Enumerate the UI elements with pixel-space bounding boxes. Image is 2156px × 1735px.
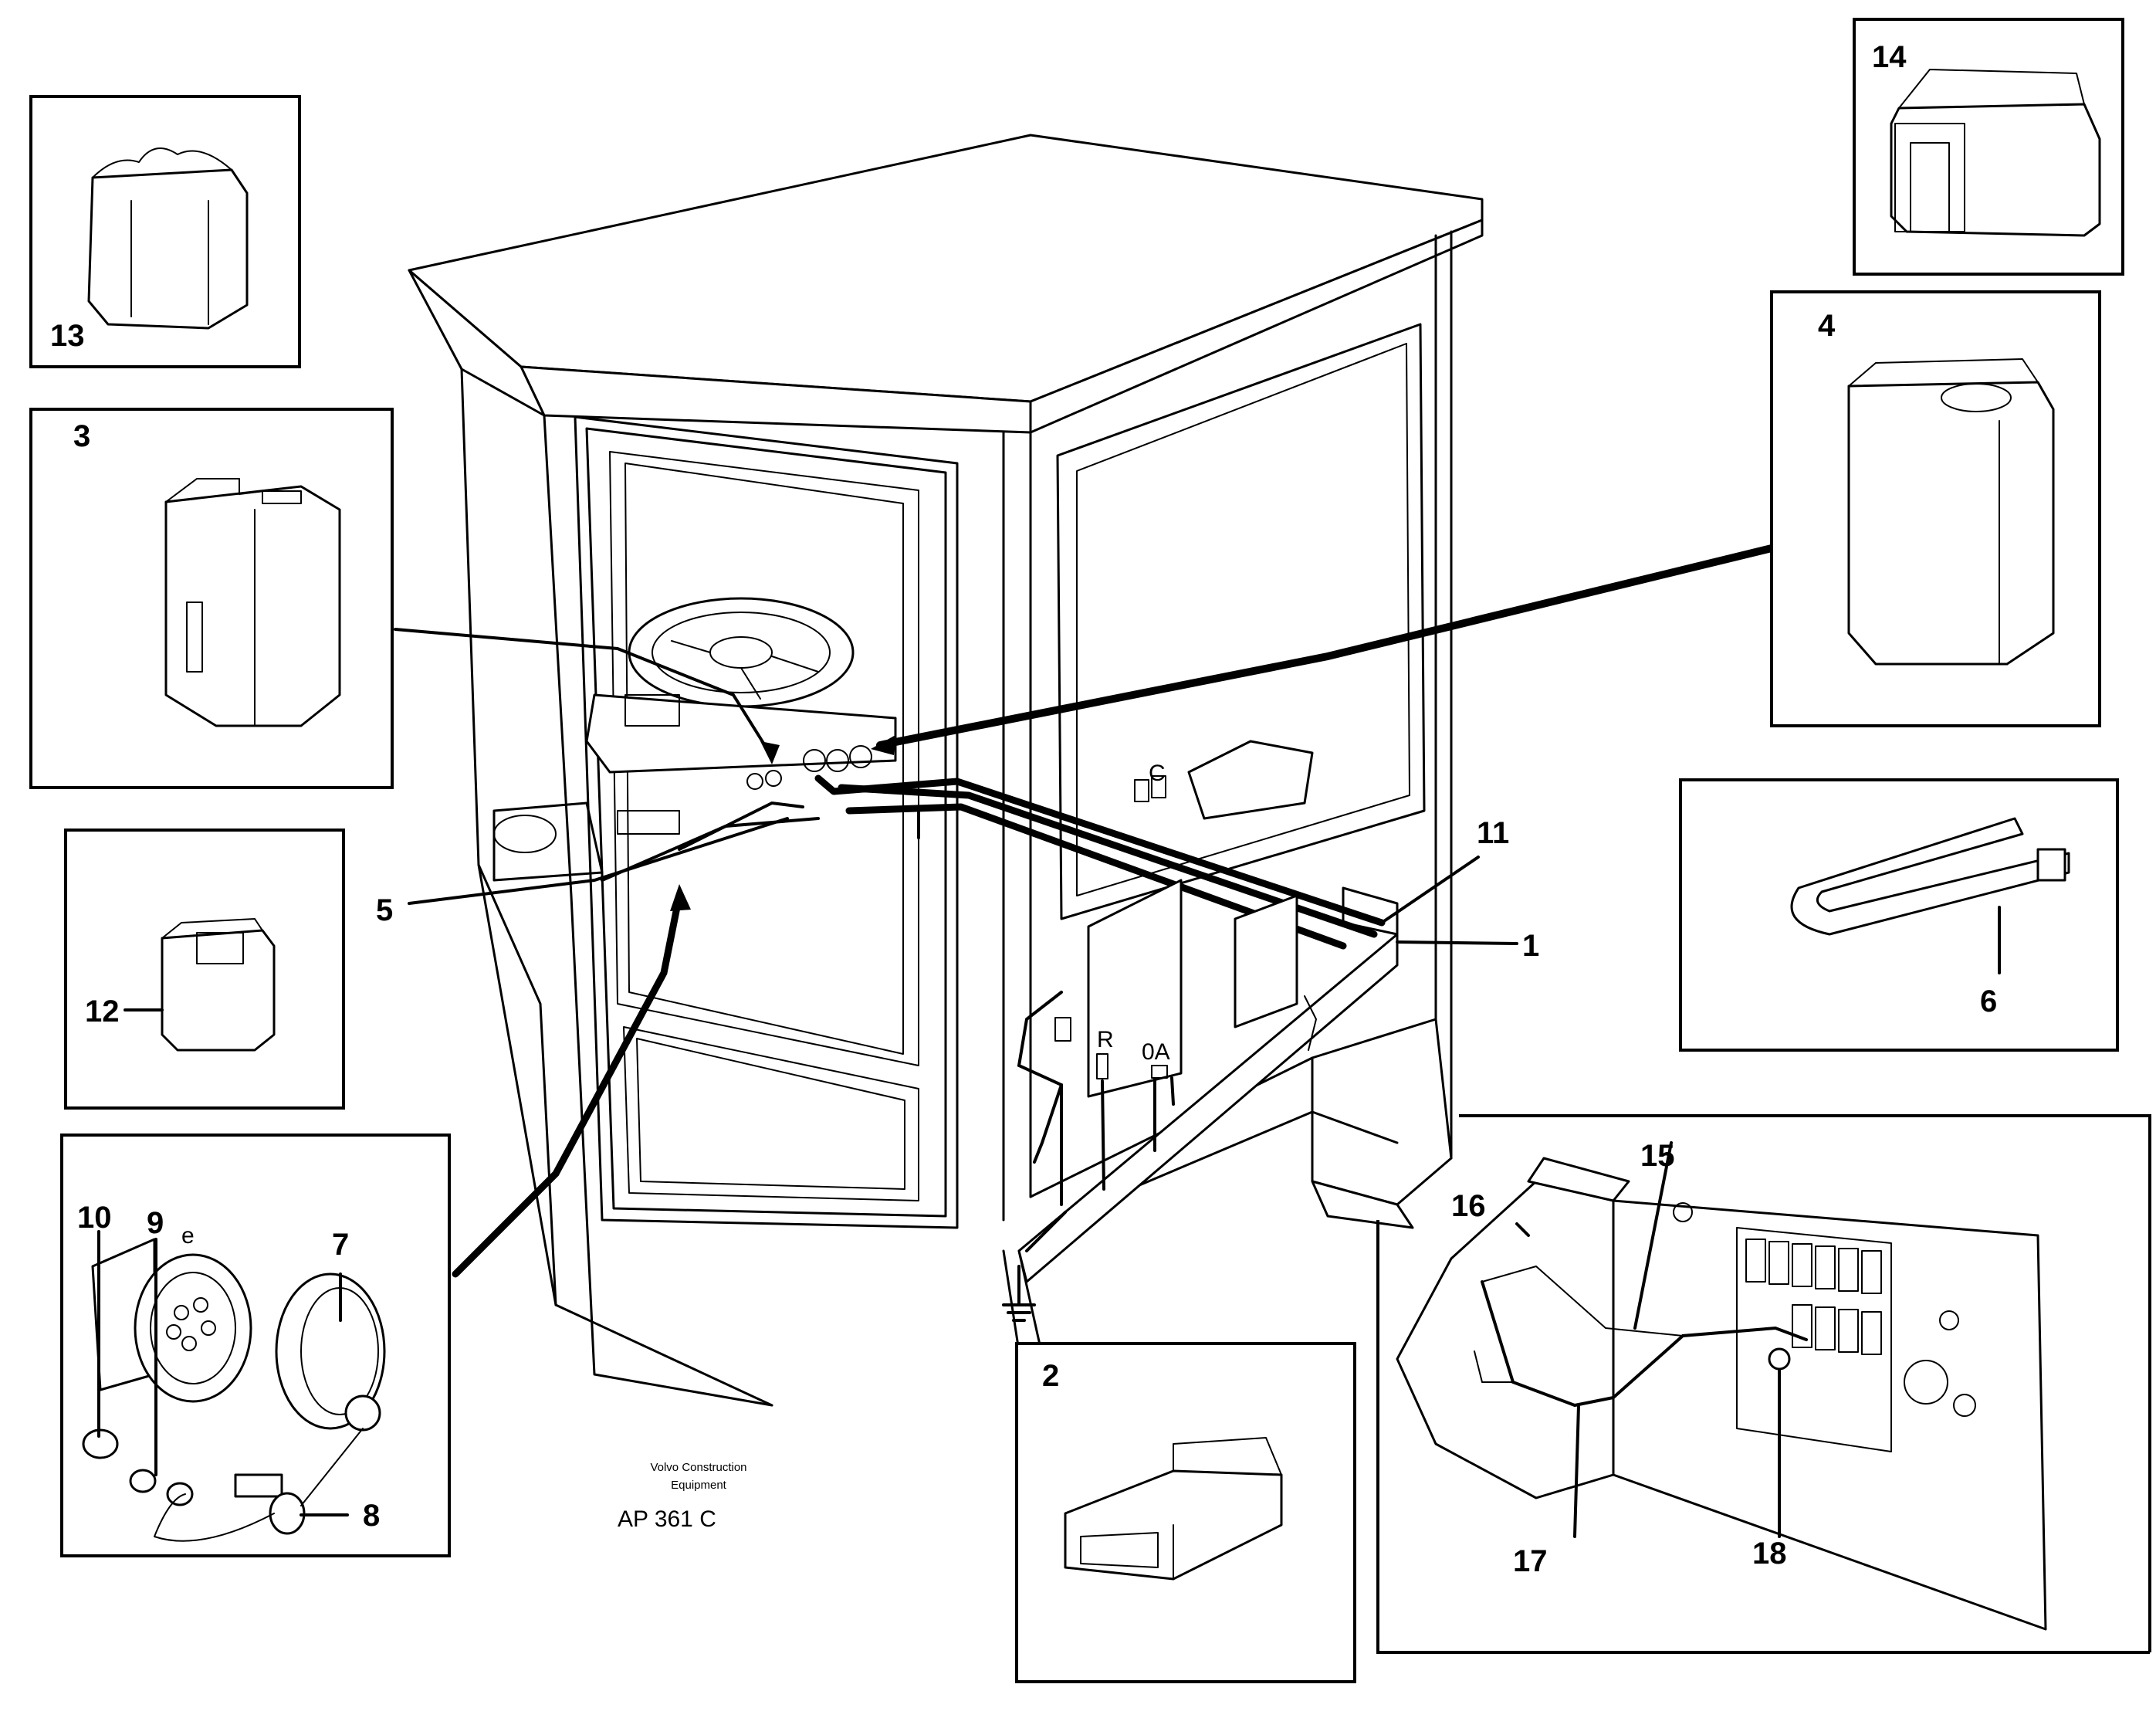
relay-marking-r: R [1097,1027,1114,1052]
switch-grid [1745,1239,1882,1355]
connector-marking-e: e [181,1223,195,1249]
callout-14: 14 [1872,40,1907,74]
inset-part-13: 13 [29,95,301,368]
inset-dashboard-detail: 15 16 17 18 [1376,1114,2151,1654]
figure-credit: Volvo Construction Equipment AP 361 C [618,1461,747,1532]
credit-line-1: Volvo Construction [650,1461,746,1474]
callout-9: 9 [147,1206,164,1240]
cable-harness: R 0A [601,774,1386,1322]
callout-12: 12 [85,995,120,1028]
operator-cab: C [408,134,1484,1407]
inset-part-3: 3 [29,408,394,789]
callout-6: 6 [1980,984,1997,1018]
credit-line-2: Equipment [671,1479,727,1492]
figure-code: AP 361 C [618,1506,716,1532]
inset-part-2: 2 [1015,1342,1356,1683]
inset-part-12: 12 [64,829,345,1110]
callout-3: 3 [73,419,90,453]
callout-8: 8 [363,1499,380,1533]
callout-7: 7 [332,1228,349,1262]
callout-2: 2 [1042,1359,1059,1393]
callout-18: 18 [1752,1537,1787,1571]
callout-5: 5 [376,893,393,927]
dashboard-assembly [492,597,1314,882]
leader-lines [394,544,1775,1278]
inset-connector-assembly: e 10 9 7 8 [60,1134,451,1557]
cab-marking-c: C [1149,761,1166,786]
inset-part-14: 14 [1853,18,2124,276]
callout-1: 1 [1522,929,1539,963]
callout-4: 4 [1818,309,1836,343]
inset-part-4: 4 [1770,290,2101,727]
inset-part-6: 6 [1679,778,2119,1052]
callout-13: 13 [50,319,85,353]
relay-marking-oa: 0A [1142,1039,1170,1065]
cab-callouts: 11 1 5 [376,816,1539,963]
callout-16: 16 [1451,1189,1486,1223]
callout-15: 15 [1640,1139,1675,1173]
callout-11: 11 [1477,816,1509,850]
callout-10: 10 [77,1201,112,1235]
callout-17: 17 [1513,1544,1548,1578]
